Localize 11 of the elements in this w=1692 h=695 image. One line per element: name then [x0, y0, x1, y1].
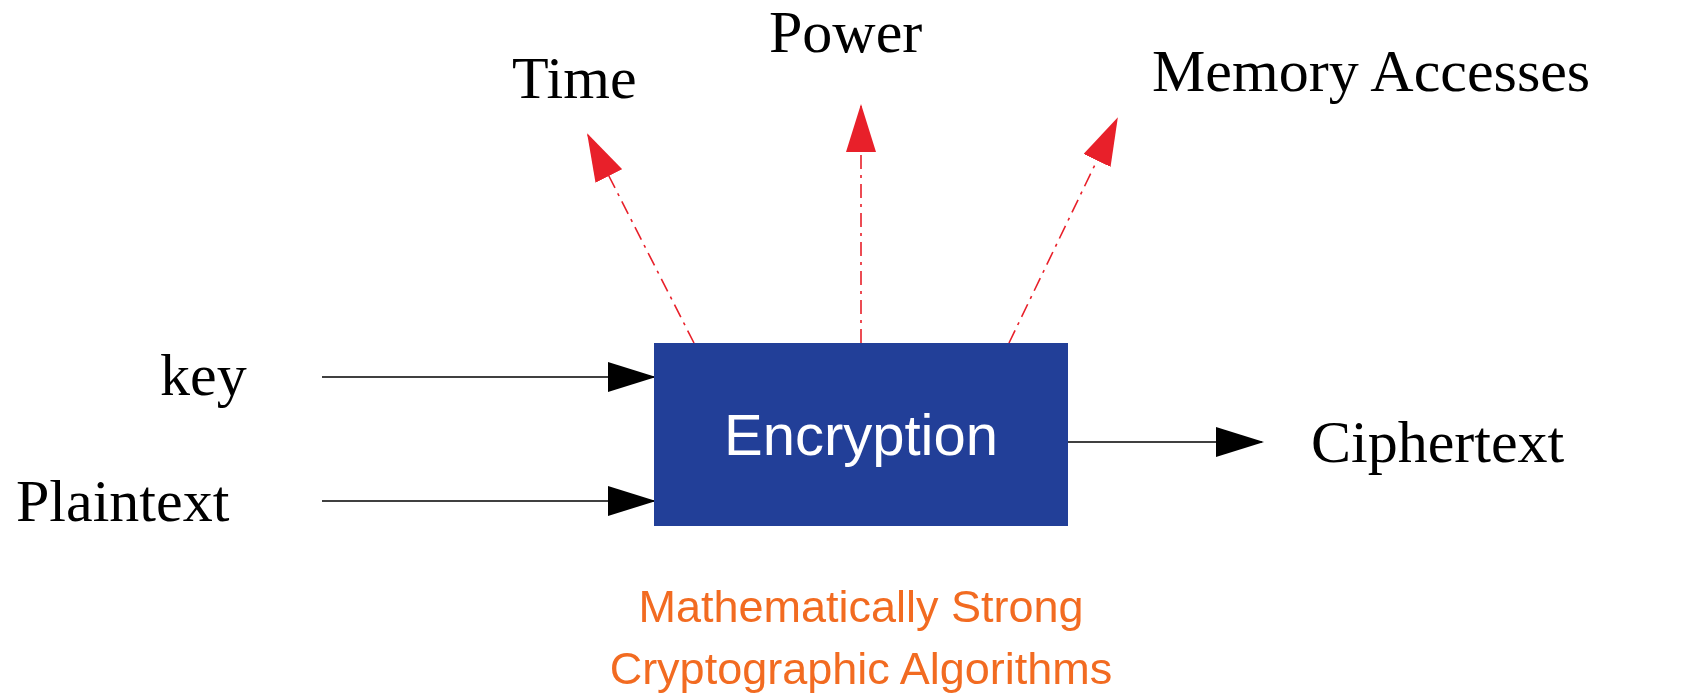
- node-label: Plaintext: [16, 471, 230, 531]
- caption-text: Mathematically Strong Cryptographic Algorithms: [608, 580, 1114, 695]
- dashed-arrow: [587, 133, 695, 344]
- arrow: [1067, 427, 1264, 457]
- arrow: [321, 362, 656, 392]
- dashed-arrow: [1008, 117, 1118, 344]
- node-label: Time: [512, 48, 637, 108]
- arrow: [321, 486, 656, 516]
- process-box: [654, 343, 1068, 526]
- dashed-arrow: [846, 104, 876, 344]
- node-label: Power: [769, 2, 923, 62]
